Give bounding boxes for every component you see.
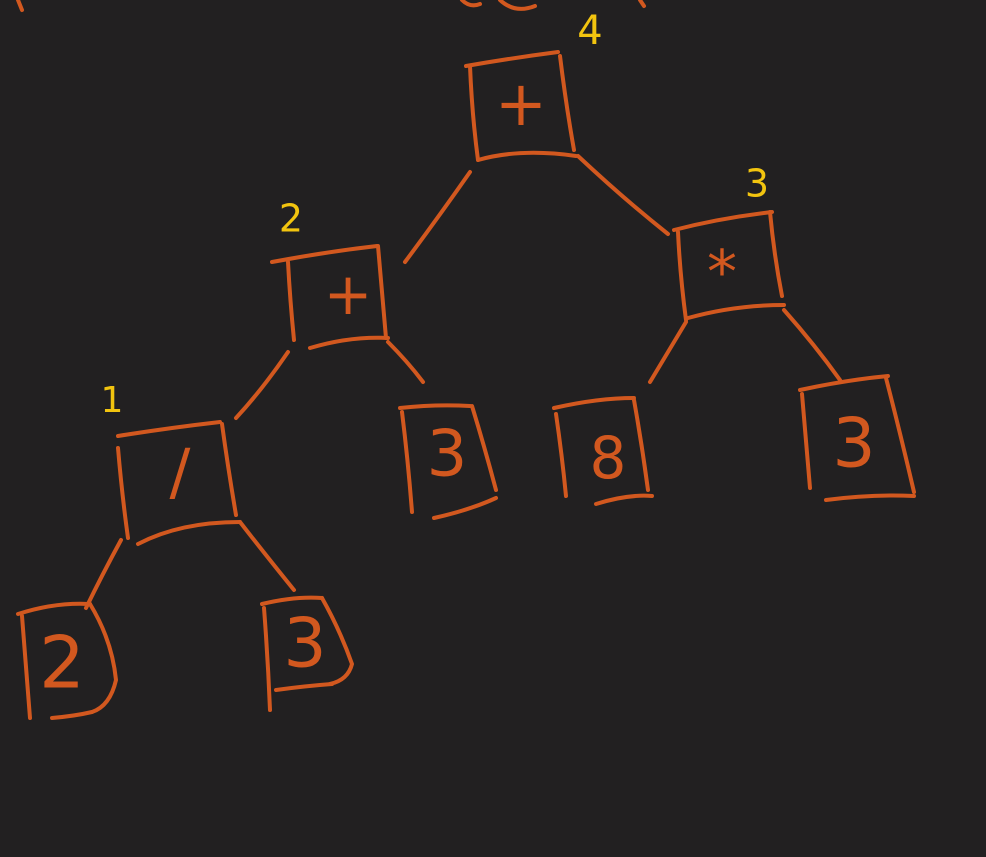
plus2-operator: +: [324, 260, 373, 328]
leaf2-value: 2: [39, 621, 85, 705]
edge-div1-to-leaf2: [84, 538, 123, 610]
edge-mult3-to-leaf3: [782, 308, 842, 382]
leaf-8: 8: [552, 396, 654, 506]
leaf3-right-value: 3: [832, 405, 875, 484]
edge-root-to-plus2: [403, 170, 472, 264]
mult3-eval-order: 3: [745, 162, 769, 206]
node-mult-3: * 3: [672, 162, 786, 322]
node-plus-2: + 2: [270, 197, 390, 350]
edge-root-to-mult3: [576, 154, 670, 236]
div1-operator: /: [170, 435, 191, 508]
div1-eval-order: 1: [101, 380, 124, 421]
root-operator: +: [495, 67, 547, 140]
leaf3-mid-value: 3: [427, 418, 468, 492]
mult3-operator: *: [707, 238, 737, 308]
edge-plus2-to-leaf3: [386, 340, 425, 384]
edge-div1-to-leaf3: [238, 520, 296, 592]
node-div-1: / 1: [101, 380, 242, 546]
leaf-3-left: 3: [260, 595, 354, 712]
edge-plus2-to-div1: [234, 350, 290, 420]
leaf-3-right: 3: [798, 374, 916, 502]
tree-edges: [84, 154, 842, 610]
root-eval-order: 4: [577, 8, 602, 54]
leaf-2: 2: [16, 601, 118, 720]
leaf-3-mid: 3: [398, 403, 498, 520]
edge-mult3-to-leaf8: [648, 320, 688, 384]
leaf3-left-value: 3: [283, 605, 326, 684]
node-root-plus: + 4: [464, 8, 603, 162]
top-edge-scribbles: [16, 0, 646, 12]
leaf8-value: 8: [590, 424, 627, 492]
plus2-eval-order: 2: [279, 197, 303, 241]
